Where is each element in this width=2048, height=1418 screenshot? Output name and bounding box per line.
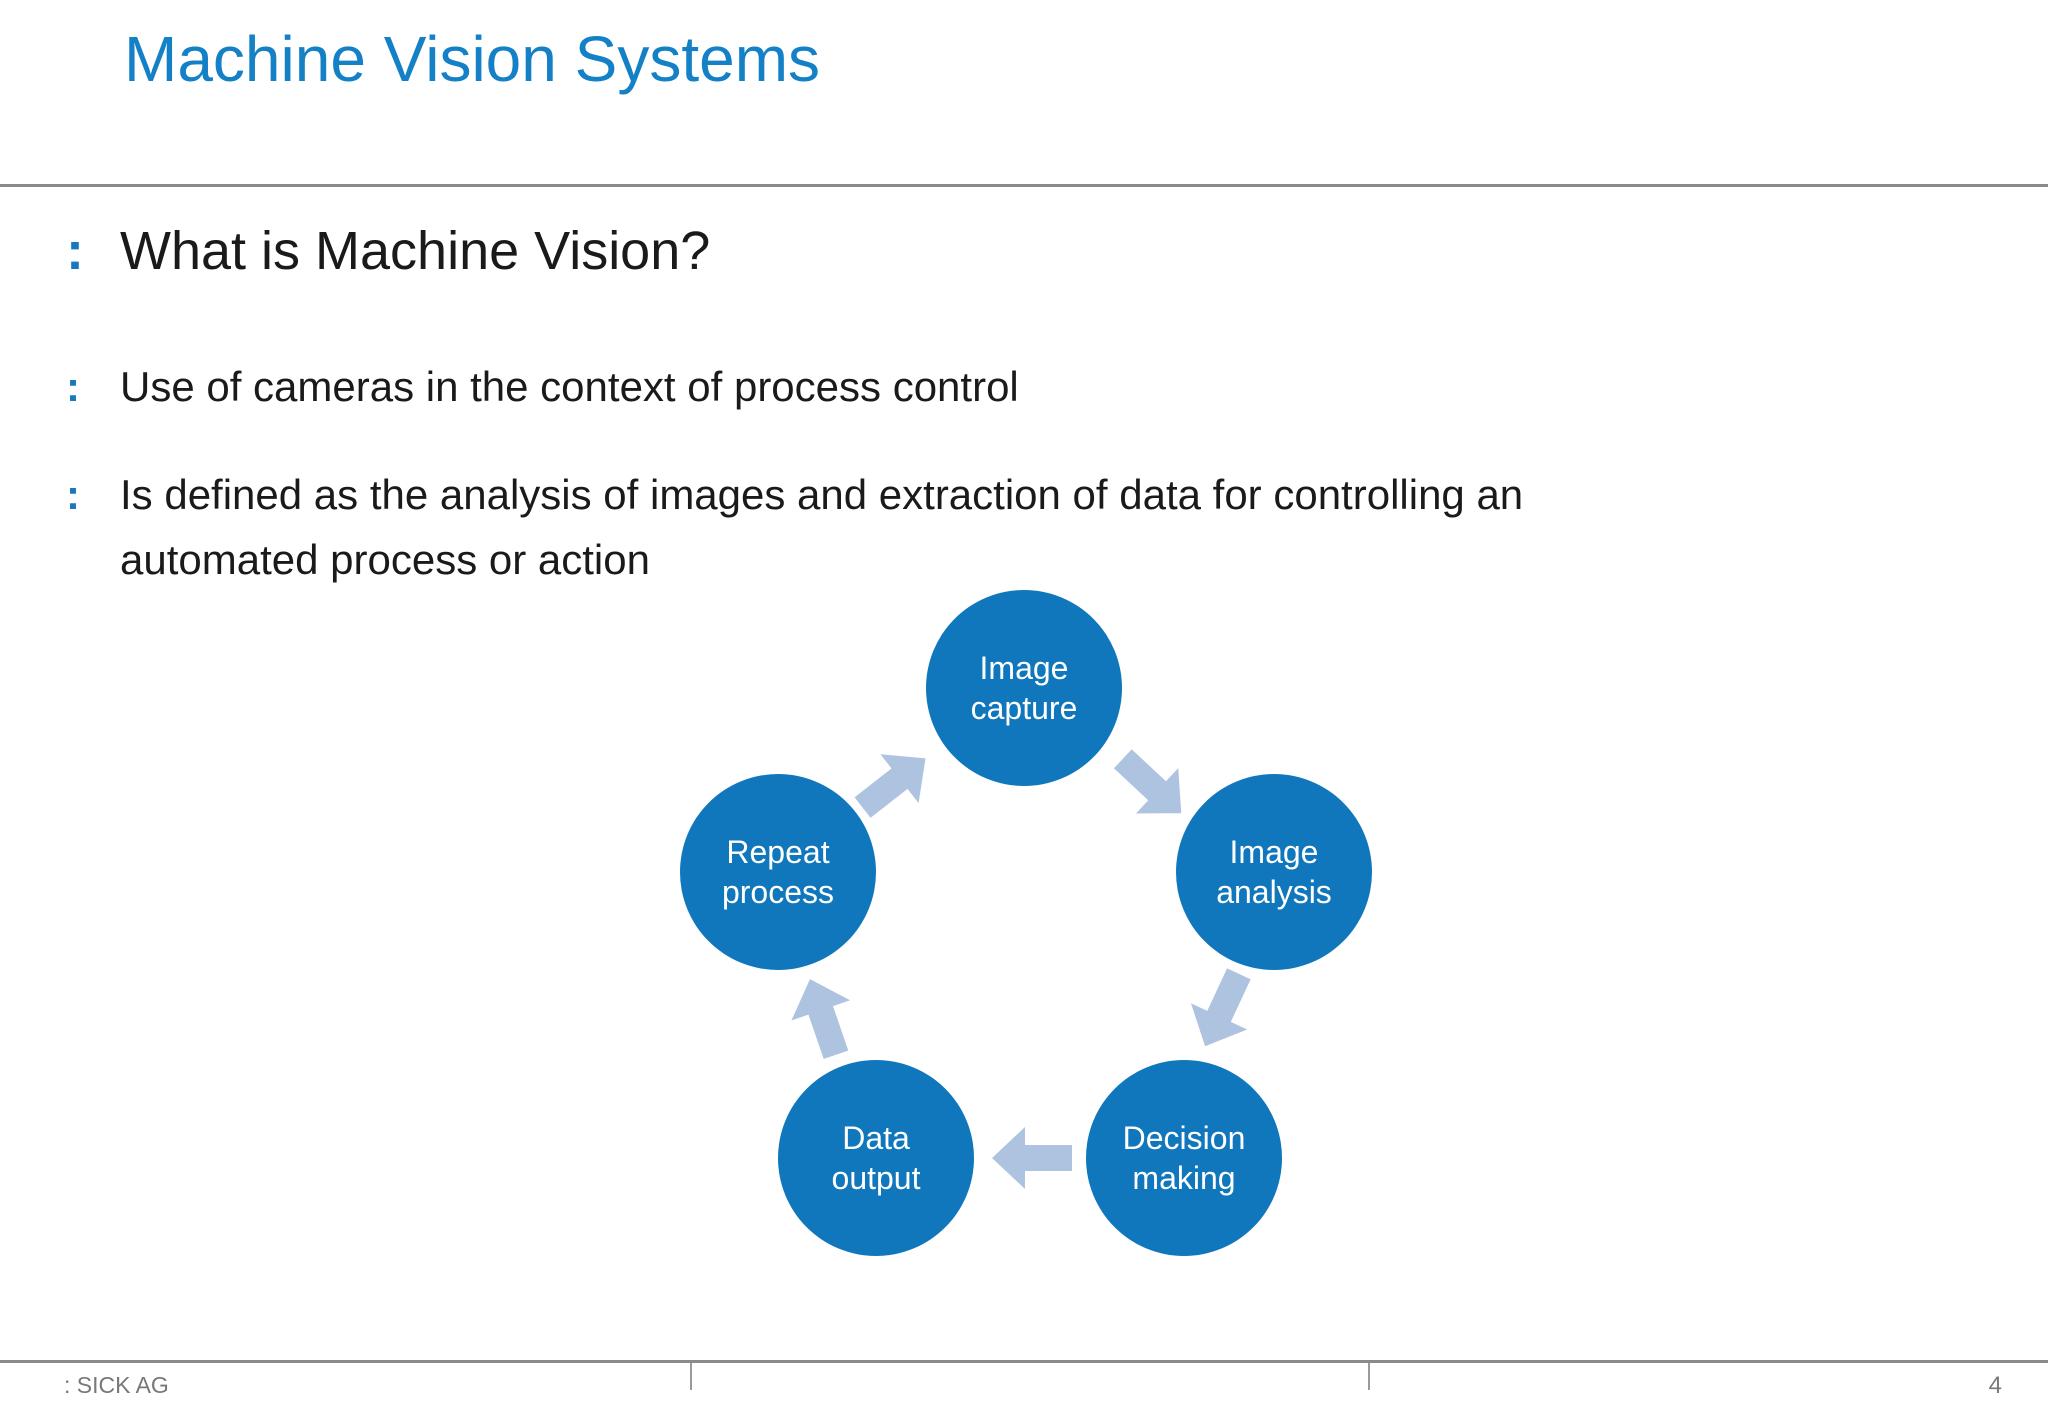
cycle-node-label: Image analysis bbox=[1216, 834, 1332, 910]
bullet-marker-icon: : bbox=[66, 363, 80, 410]
bullet-item: : Is defined as the analysis of images a… bbox=[66, 462, 1866, 592]
bullet-marker-icon: : bbox=[66, 471, 80, 518]
footer-divider-line bbox=[0, 1360, 2048, 1363]
cycle-node-image-capture: Image capture bbox=[926, 590, 1122, 786]
footer-tick-divider bbox=[1368, 1363, 1370, 1390]
cycle-arrow-data-to-repeat bbox=[791, 979, 851, 1060]
cycle-node-image-analysis: Image analysis bbox=[1176, 774, 1372, 970]
title-divider-line bbox=[0, 184, 2048, 187]
bullet-item-text: Use of cameras in the context of process… bbox=[120, 363, 1019, 410]
cycle-node-decision-making: Decision making bbox=[1086, 1060, 1282, 1256]
bullet-marker-icon: : bbox=[66, 221, 84, 281]
cycle-node-repeat-process: Repeat process bbox=[680, 774, 876, 970]
footer-tick-divider bbox=[690, 1363, 692, 1390]
cycle-node-label: Image capture bbox=[970, 650, 1078, 726]
page-number: 4 bbox=[1988, 1372, 2002, 1399]
cycle-node-label: Repeat process bbox=[721, 834, 835, 910]
cycle-node-label: Decision making bbox=[1122, 1120, 1246, 1196]
cycle-arrow-decision-to-data bbox=[992, 1127, 1072, 1189]
cycle-arrow-analysis-to-decision bbox=[1190, 968, 1251, 1047]
cycle-arrow-capture-to-analysis bbox=[1113, 749, 1182, 814]
bullet-heading-text: What is Machine Vision? bbox=[120, 221, 711, 281]
footer-company-label: : SICK AG bbox=[64, 1372, 169, 1398]
bullet-heading: : What is Machine Vision? bbox=[66, 216, 710, 286]
slide-title: Machine Vision Systems bbox=[124, 23, 820, 95]
bullet-item-text: Is defined as the analysis of images and… bbox=[120, 471, 1524, 584]
cycle-arrow-repeat-to-capture bbox=[854, 754, 926, 818]
cycle-node-label: Data output bbox=[831, 1120, 921, 1196]
cycle-node-data-output: Data output bbox=[778, 1060, 974, 1256]
bullet-item: : Use of cameras in the context of proce… bbox=[66, 354, 1019, 419]
